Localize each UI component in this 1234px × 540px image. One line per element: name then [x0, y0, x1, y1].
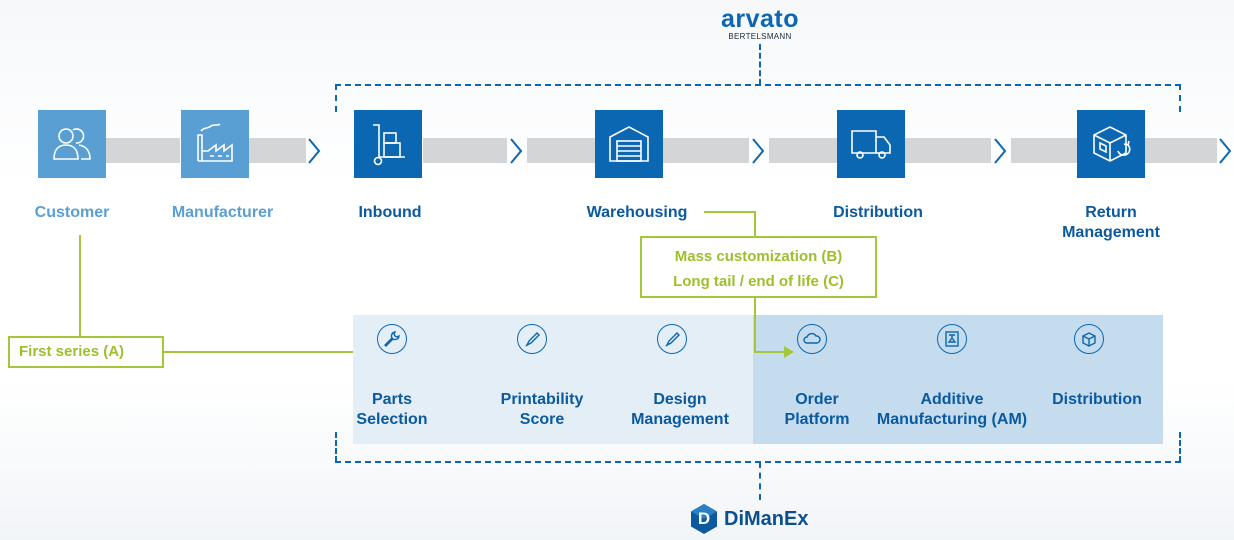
additive-manufacturing-circle — [937, 324, 967, 354]
pipeline-segment-8 — [1011, 138, 1077, 163]
return-management-label-line2: Management — [1062, 224, 1160, 241]
customer-connector — [79, 235, 81, 337]
printability-score-circle — [517, 324, 547, 354]
truck-icon — [851, 130, 891, 159]
chevron-right-icon — [308, 138, 321, 164]
inbound-label: Inbound — [358, 204, 422, 221]
factory-icon — [197, 123, 233, 162]
mass-customization-text: Mass customization (B) — [674, 248, 843, 265]
package-icon — [1082, 332, 1096, 347]
pipeline-segment-9 — [1145, 138, 1217, 163]
first-series-callout: First series (A) — [8, 336, 164, 368]
additive-manufacturing-line2: Manufacturing (AM) — [876, 411, 1028, 428]
pipeline-segment-2 — [248, 138, 306, 163]
return-management-label-line1: Return — [1085, 204, 1137, 221]
printability-score-line2: Score — [519, 411, 565, 428]
distribution-box — [837, 110, 905, 178]
callout-connector-right — [754, 351, 785, 353]
customer-label: Customer — [34, 204, 110, 221]
dimanex-logo-name: DiManEx — [724, 508, 809, 530]
warehouse-icon — [609, 126, 649, 162]
order-platform-line1: Order — [795, 391, 839, 408]
3d-printer-icon — [945, 331, 959, 347]
return-box-icon — [1093, 126, 1131, 162]
mass-customization-callout: Mass customization (B) Long tail / end o… — [640, 236, 877, 298]
arvato-bracket-left — [335, 84, 337, 112]
manufacturer-label: Manufacturer — [171, 204, 274, 221]
return-management-box — [1077, 110, 1145, 178]
chevron-right-icon — [1219, 138, 1232, 164]
customer-box — [38, 110, 106, 178]
chevron-right-icon — [994, 138, 1007, 164]
parts-selection-label: Parts Selection — [342, 390, 442, 430]
first-series-text: First series (A) — [19, 343, 125, 360]
design-management-circle — [657, 324, 687, 354]
arvato-bracket-top — [335, 84, 1181, 86]
parts-selection-line1: Parts — [371, 391, 413, 408]
scalpel-icon — [525, 332, 540, 347]
printability-score-line1: Printability — [500, 391, 584, 408]
warehousing-box — [595, 110, 663, 178]
distribution-service-label: Distribution — [1037, 390, 1157, 410]
printability-score-label: Printability Score — [482, 390, 602, 430]
dimanex-bracket-bottom — [335, 461, 1181, 463]
design-management-line2: Management — [631, 411, 729, 428]
warehousing-label: Warehousing — [586, 204, 688, 221]
arvato-logo-sub: BERTELSMANN — [728, 32, 792, 41]
long-tail-text: Long tail / end of life (C) — [673, 273, 844, 290]
dimanex-bracket-left — [335, 432, 337, 462]
wrench-icon — [384, 331, 400, 347]
arvato-logo: arvato BERTELSMANN — [700, 6, 820, 42]
inbound-box — [354, 110, 422, 178]
first-series-connector — [164, 351, 362, 353]
order-platform-label: Order Platform — [767, 390, 867, 430]
dimanex-logo-letter: D — [697, 509, 711, 528]
chevron-right-icon — [752, 138, 765, 164]
distribution-label: Distribution — [833, 204, 923, 221]
design-management-label: Design Management — [620, 390, 740, 430]
arvato-bracket-right — [1179, 84, 1181, 112]
pipeline-segment-3 — [423, 138, 507, 163]
additive-manufacturing-label: Additive Manufacturing (AM) — [862, 390, 1042, 430]
dimanex-bracket-right — [1179, 432, 1181, 462]
manufacturer-box — [181, 110, 249, 178]
warehousing-connector-down — [754, 211, 756, 237]
chevron-right-icon — [510, 138, 523, 164]
parts-selection-circle — [377, 324, 407, 354]
scalpel-icon — [665, 332, 680, 347]
warehousing-connector — [704, 211, 756, 213]
pipeline-segment-4 — [527, 138, 595, 163]
dimanex-logo-badge — [691, 504, 717, 534]
pipeline-segment-5 — [663, 138, 749, 163]
pipeline-segment-1 — [104, 138, 180, 163]
pipeline-segment-7 — [905, 138, 991, 163]
pipeline-segment-6 — [769, 138, 837, 163]
parts-selection-line2: Selection — [356, 411, 428, 428]
cloud-icon — [803, 332, 821, 344]
arvato-logo-name: arvato — [720, 5, 800, 33]
distribution-service-circle — [1074, 324, 1104, 354]
distribution-service-line1: Distribution — [1052, 391, 1142, 408]
design-management-line1: Design — [653, 391, 707, 408]
order-platform-arrowhead — [784, 346, 794, 358]
order-platform-circle — [797, 324, 827, 354]
order-platform-line2: Platform — [784, 411, 850, 428]
additive-manufacturing-line1: Additive — [920, 391, 984, 408]
dimanex-connector — [759, 462, 761, 500]
hand-truck-icon — [373, 124, 405, 166]
dimanex-logo: D DiManEx — [689, 503, 829, 535]
customer-icon — [53, 128, 91, 160]
arvato-connector — [759, 44, 761, 85]
callout-connector-down — [754, 298, 756, 353]
